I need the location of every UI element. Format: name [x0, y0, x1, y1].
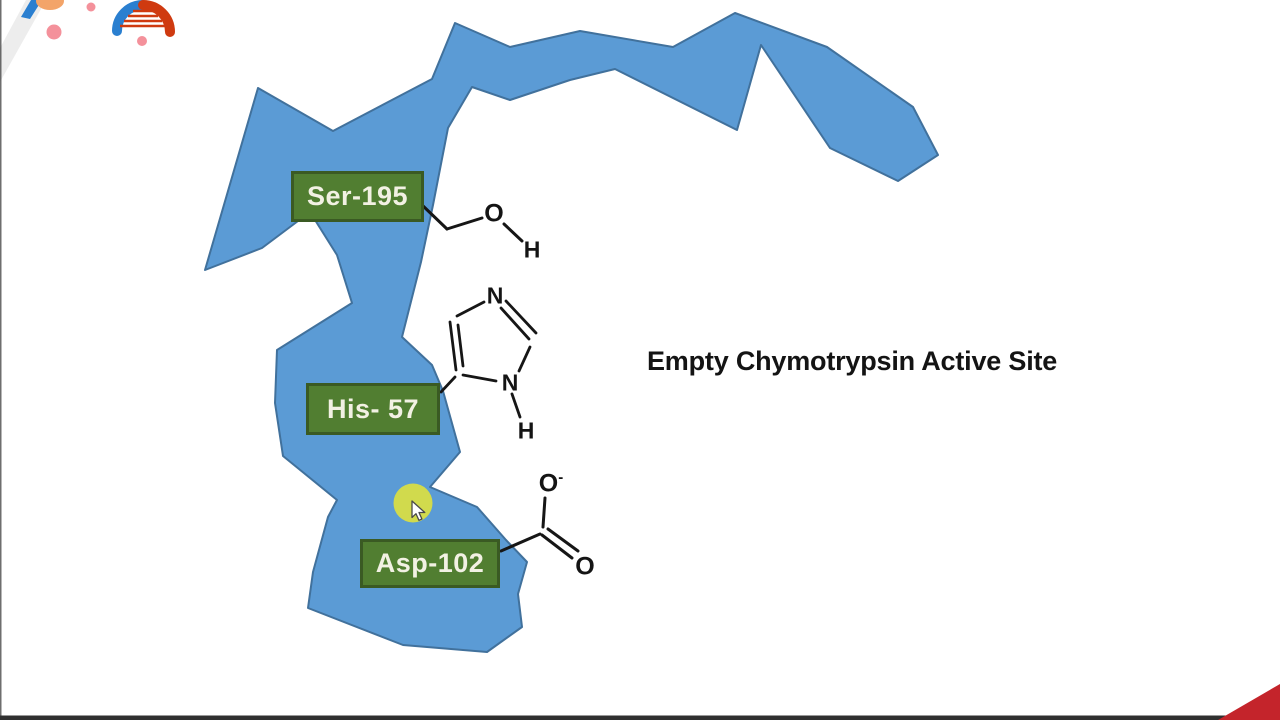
dna-arch-logo [0, 0, 175, 82]
residue-label-asp-102: Asp-102 [360, 539, 500, 588]
logo-dot-medium [137, 36, 147, 46]
page-title: Empty Chymotrypsin Active Site [647, 346, 1058, 376]
asp-oxygen-letter: O [538, 469, 559, 498]
his-nitrogen-bottom-atom: N [501, 369, 519, 396]
aspartate-carboxylate-bonds [499, 496, 580, 560]
asp-oxygen-minus-atom: O- [538, 469, 564, 498]
his-hydrogen-atom: H [517, 417, 535, 444]
residue-label-text: Ser-195 [306, 181, 409, 211]
histidine-imidazole-bonds [439, 299, 538, 419]
bottom-edge-bar [0, 715, 1280, 720]
logo-sleeve-shape [0, 0, 46, 82]
residue-label-his-57: His- 57 [306, 383, 440, 435]
ser-oxygen-atom: O [484, 199, 504, 228]
logo-cuff-shape [21, 0, 42, 19]
serine-hydroxyl-bonds [419, 202, 524, 243]
ser-hydrogen-atom: H [523, 236, 541, 263]
logo-hand-shape [36, 0, 64, 10]
residue-label-text: His- 57 [326, 393, 420, 424]
left-edge-line [0, 0, 2, 720]
asp-oxygen-double-bond-atom: O [575, 552, 595, 581]
logo-arch-red [138, 0, 175, 37]
asp-negative-charge: - [558, 469, 564, 487]
corner-ribbon-shape [1218, 684, 1280, 720]
logo-dot-small [86, 2, 96, 12]
logo-ladder-rungs [120, 9, 166, 28]
residue-label-text: Asp-102 [375, 548, 485, 578]
mouse-pointer-icon [411, 500, 426, 521]
his-nitrogen-top-atom: N [486, 282, 504, 309]
logo-dot-large [46, 24, 62, 40]
residue-label-ser-195: Ser-195 [291, 171, 424, 222]
